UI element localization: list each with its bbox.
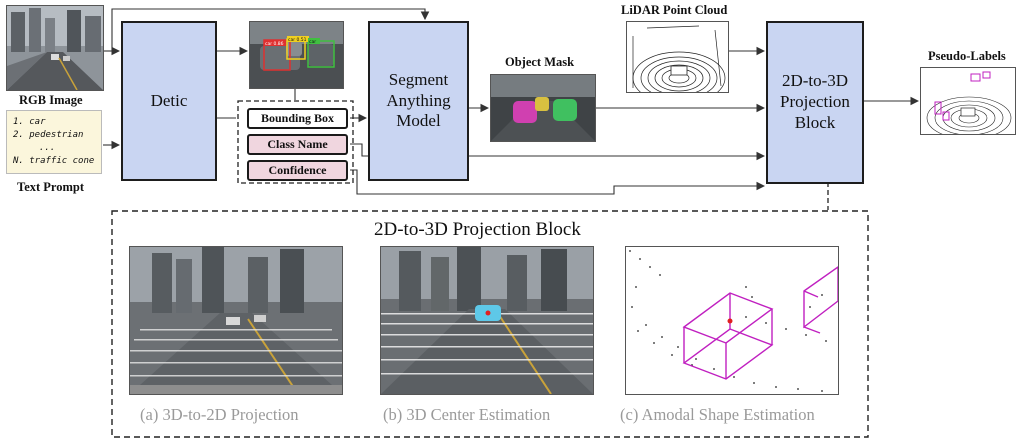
class-name-label: Class Name: [267, 137, 328, 151]
detic-label: Detic: [150, 90, 188, 110]
projection-label: 2D-to-3D Projection Block: [780, 71, 850, 132]
lidar-image: [626, 21, 729, 93]
sam-block: Segment Anything Model: [368, 21, 469, 181]
confidence-output: Confidence: [247, 160, 348, 181]
caption-a: (a) 3D-to-2D Projection: [140, 405, 299, 424]
object-mask-label: Object Mask: [505, 55, 575, 69]
prompt-line: N. traffic cone: [13, 156, 95, 166]
prompt-line: 1. car: [13, 117, 46, 127]
bounding-box-label: Bounding Box: [260, 111, 335, 125]
prompt-line: 2. pedestrian: [13, 130, 84, 140]
detection-tag: car 0.86: [265, 41, 284, 47]
projection-block: 2D-to-3D Projection Block: [766, 21, 864, 184]
detic-block: Detic: [121, 21, 217, 181]
prompt-line: ...: [39, 143, 56, 153]
class-name-output: Class Name: [247, 134, 348, 155]
rgb-image-label: RGB Image: [19, 93, 83, 107]
caption-b: (b) 3D Center Estimation: [383, 405, 551, 424]
pseudo-labels-scene: [926, 71, 1012, 134]
detection-tag: car 0.51: [288, 37, 307, 43]
confidence-label: Confidence: [268, 163, 327, 177]
rgb-image: [6, 5, 104, 91]
rgb-image-scene: [7, 6, 103, 90]
text-prompt-label: Text Prompt: [17, 180, 85, 194]
projection-image-c: [625, 246, 839, 395]
bounding-box-output: Bounding Box: [247, 108, 348, 129]
detection-image: car 0.86 car 0.51 car: [249, 21, 344, 89]
pseudo-labels-label: Pseudo-Labels: [928, 49, 1006, 63]
object-mask-image: [490, 74, 596, 142]
projection-scene-a: [130, 247, 342, 394]
detection-tag: car: [309, 39, 316, 45]
object-mask-scene: [491, 75, 595, 141]
text-prompt-box: 1. car 2. pedestrian ... N. traffic cone: [6, 110, 102, 174]
projection-scene-b: [381, 247, 593, 394]
pseudo-labels-image: [920, 67, 1016, 135]
sam-label: Segment Anything Model: [386, 69, 451, 131]
detection-scene: car 0.86 car 0.51 car: [250, 22, 343, 88]
projection-image-a: [129, 246, 343, 395]
caption-c: (c) Amodal Shape Estimation: [620, 405, 815, 424]
projection-scene-c: [629, 250, 838, 392]
projection-image-b: [380, 246, 594, 395]
lidar-label: LiDAR Point Cloud: [621, 3, 728, 17]
lidar-scene: [632, 25, 726, 92]
detail-title: 2D-to-3D Projection Block: [374, 219, 581, 240]
